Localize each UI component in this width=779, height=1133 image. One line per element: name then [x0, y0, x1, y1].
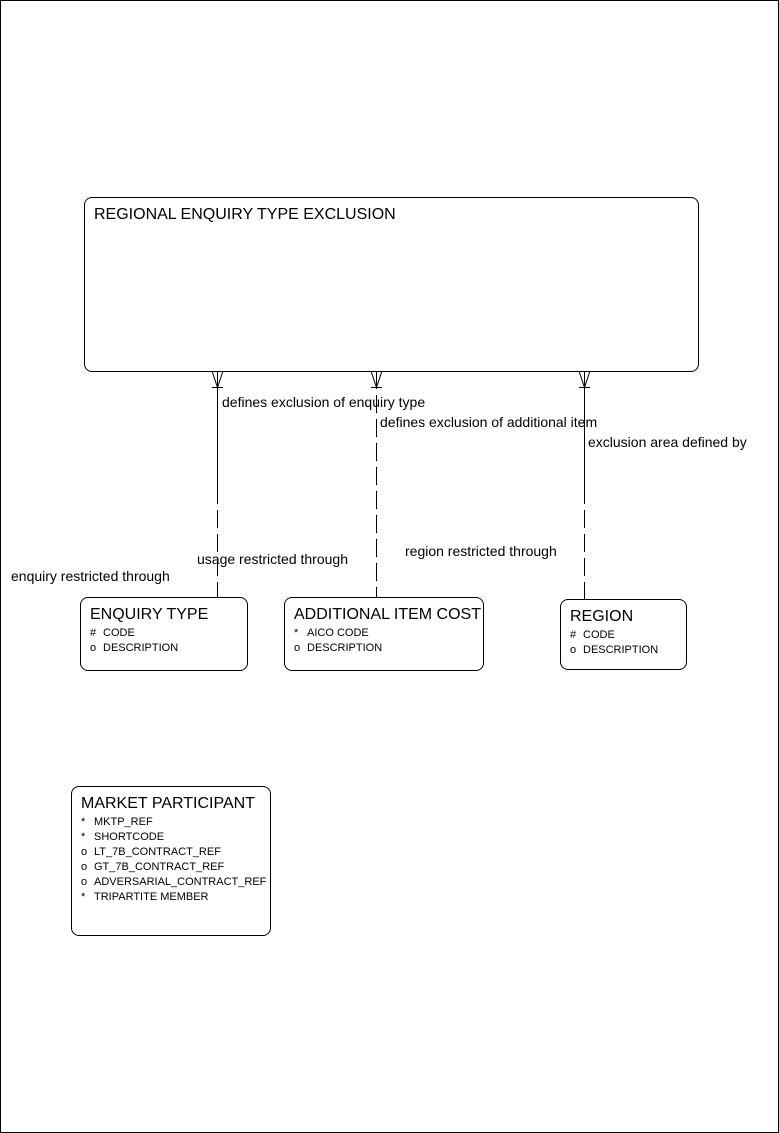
attribute-name: DESCRIPTION — [307, 642, 383, 654]
relationship-label-enquiry-type-upper: defines exclusion of enquiry type — [222, 394, 426, 410]
attribute-row: # CODE — [90, 626, 178, 641]
attribute-row: o DESCRIPTION — [294, 641, 382, 656]
entity-name: REGIONAL ENQUIRY TYPE EXCLUSION — [94, 206, 396, 223]
attribute-name: ADVERSARIAL_CONTRACT_REF — [94, 876, 267, 888]
attribute-symbol: o — [81, 861, 88, 873]
attribute-name: DESCRIPTION — [103, 642, 179, 654]
entity-market-participant[interactable]: MARKET PARTICIPANT * MKTP_REF * SHORTCODE … — [71, 786, 271, 936]
relationship-label-enquiry-type-lower: enquiry restricted through — [11, 568, 170, 584]
relationship-line-region — [578, 370, 591, 600]
entity-enquiry-type[interactable]: ENQUIRY TYPE # CODE o DESCRIPTION — [80, 597, 248, 671]
entity-name: MARKET PARTICIPANT — [81, 795, 255, 812]
entity-name: REGION — [570, 608, 634, 625]
relationship-line-enquiry-type — [211, 370, 224, 598]
attribute-name: CODE — [583, 629, 615, 641]
attribute-list: * AICO CODE o DESCRIPTION — [294, 626, 382, 656]
attribute-row: * MKTP_REF — [81, 815, 266, 830]
relationship-line-additional-item — [370, 370, 383, 598]
attribute-name: GT_7B_CONTRACT_REF — [94, 861, 225, 873]
attribute-name: DESCRIPTION — [583, 644, 659, 656]
entity-name: ENQUIRY TYPE — [90, 606, 209, 623]
attribute-row: # CODE — [570, 628, 658, 643]
attribute-row: o ADVERSARIAL_CONTRACT_REF — [81, 875, 266, 890]
attribute-name: SHORTCODE — [94, 831, 165, 843]
attribute-list: * MKTP_REF * SHORTCODE o LT_7B_CONTRACT_REF… — [81, 815, 266, 905]
attribute-row: o LT_7B_CONTRACT_REF — [81, 845, 266, 860]
attribute-row: * AICO CODE — [294, 626, 382, 641]
attribute-name: LT_7B_CONTRACT_REF — [94, 846, 221, 858]
entity-regional-enquiry-type-exclusion[interactable]: REGIONAL ENQUIRY TYPE EXCLUSION — [84, 197, 699, 372]
attribute-symbol: o — [81, 846, 88, 858]
relationship-label-region-lower: region restricted through — [405, 543, 557, 559]
relationship-label-additional-item-upper: defines exclusion of additional item — [380, 414, 598, 430]
entity-name: ADDITIONAL ITEM COST — [294, 606, 481, 623]
attribute-name: AICO CODE — [307, 627, 369, 639]
attribute-row: o GT_7B_CONTRACT_REF — [81, 860, 266, 875]
attribute-row: o DESCRIPTION — [570, 643, 658, 658]
attribute-list: # CODE o DESCRIPTION — [570, 628, 658, 658]
relationship-label-region-upper: exclusion area defined by — [588, 434, 747, 450]
attribute-name: CODE — [103, 627, 135, 639]
attribute-symbol: o — [90, 642, 97, 654]
attribute-name: MKTP_REF — [94, 816, 153, 828]
attribute-list: # CODE o DESCRIPTION — [90, 626, 178, 656]
attribute-symbol: # — [570, 629, 577, 641]
attribute-symbol: * — [81, 891, 86, 903]
entity-additional-item-cost[interactable]: ADDITIONAL ITEM COST * AICO CODE o DESCRIP… — [284, 597, 484, 671]
attribute-row: * TRIPARTITE MEMBER — [81, 890, 266, 905]
entity-region[interactable]: REGION # CODE o DESCRIPTION — [560, 599, 687, 670]
attribute-name: TRIPARTITE MEMBER — [94, 891, 209, 903]
attribute-row: * SHORTCODE — [81, 830, 266, 845]
attribute-symbol: o — [81, 876, 88, 888]
attribute-symbol: o — [570, 644, 577, 656]
attribute-row: o DESCRIPTION — [90, 641, 178, 656]
relationship-label-additional-item-lower: usage restricted through — [197, 551, 348, 567]
attribute-symbol: o — [294, 642, 301, 654]
attribute-symbol: # — [90, 627, 97, 639]
attribute-symbol: * — [81, 831, 86, 843]
attribute-symbol: * — [81, 816, 86, 828]
attribute-symbol: * — [294, 627, 299, 639]
